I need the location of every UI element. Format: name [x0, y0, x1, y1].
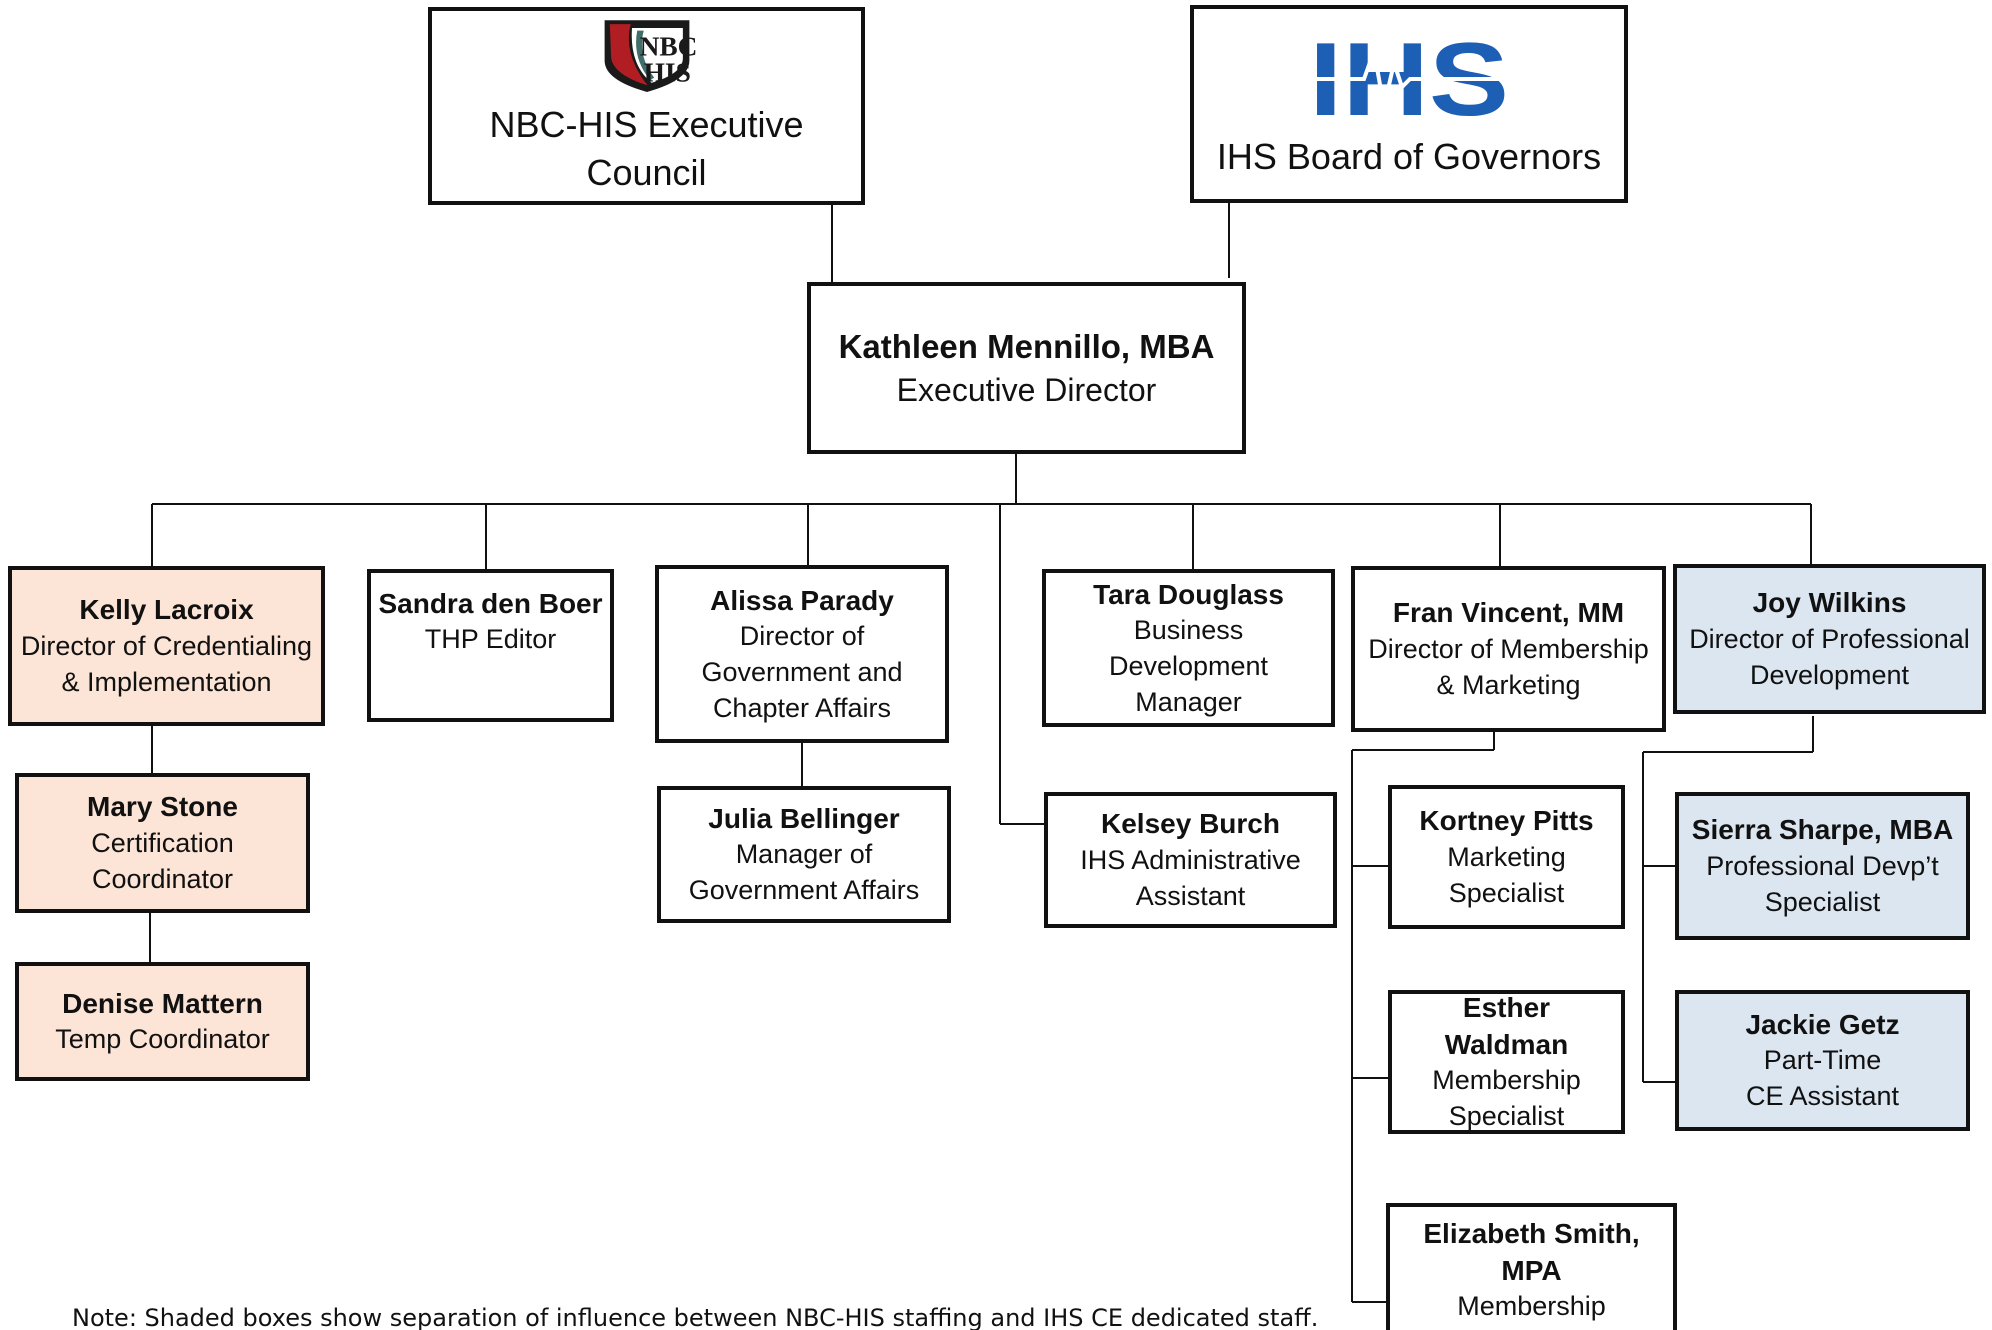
executive-director-name: Kathleen Mennillo, MBA	[838, 327, 1215, 365]
joy-wilkins-box: Joy Wilkins Director of Professional Dev…	[1673, 564, 1986, 714]
jackie-getz-box: Jackie Getz Part-Time CE Assistant	[1675, 990, 1970, 1131]
executive-director-box: Kathleen Mennillo, MBA Executive Directo…	[807, 282, 1246, 454]
sandra-den-boer-role: THP Editor	[424, 624, 557, 655]
tara-douglass-role: Business Development Manager	[1108, 614, 1269, 717]
executive-director-role: Executive Director	[896, 371, 1157, 408]
tara-douglass-name: Tara Douglass	[1093, 578, 1284, 610]
mary-stone-role: Certification Coordinator	[91, 827, 234, 894]
kelsey-burch-box: Kelsey Burch IHS Administrative Assistan…	[1044, 792, 1337, 928]
elizabeth-smith-box: Elizabeth Smith, MPA Membership Coordina…	[1386, 1203, 1677, 1330]
ihs-logo-icon: IHS	[1309, 27, 1509, 127]
fran-vincent-role: Director of Membership & Marketing	[1368, 633, 1649, 700]
esther-waldman-box: Esther Waldman Membership Specialist	[1388, 990, 1625, 1134]
joy-wilkins-name: Joy Wilkins	[1752, 587, 1907, 619]
alissa-parady-name: Alissa Parady	[710, 584, 894, 616]
elizabeth-smith-name: Elizabeth Smith, MPA	[1423, 1218, 1640, 1287]
tara-douglass-box: Tara Douglass Business Development Manag…	[1042, 569, 1335, 727]
esther-waldman-role: Membership Specialist	[1432, 1065, 1581, 1132]
nbc-logo-text: NBC	[639, 31, 697, 61]
denise-mattern-box: Denise Mattern Temp Coordinator	[15, 962, 310, 1081]
esther-waldman-name: Esther Waldman	[1444, 991, 1569, 1061]
jackie-getz-role: Part-Time CE Assistant	[1745, 1045, 1900, 1112]
kelsey-burch-name: Kelsey Burch	[1101, 808, 1280, 840]
alissa-parady-box: Alissa Parady Director of Government and…	[655, 565, 949, 743]
denise-mattern-name: Denise Mattern	[62, 987, 263, 1019]
sierra-sharpe-box: Sierra Sharpe, MBA Professional Devp’t S…	[1675, 792, 1970, 940]
footnote: Note: Shaded boxes show separation of in…	[72, 1304, 1319, 1330]
mary-stone-box: Mary Stone Certification Coordinator	[15, 773, 310, 913]
denise-mattern-role: Temp Coordinator	[55, 1024, 270, 1055]
alissa-parady-role: Director of Government and Chapter Affai…	[701, 620, 903, 723]
julia-bellinger-name: Julia Bellinger	[708, 802, 900, 834]
julia-bellinger-role: Manager of Government Affairs	[688, 839, 920, 906]
sierra-sharpe-name: Sierra Sharpe, MBA	[1691, 814, 1954, 846]
nbc-his-logo-icon: NBC HIS	[604, 20, 697, 92]
fran-vincent-box: Fran Vincent, MM Director of Membership …	[1351, 566, 1666, 732]
nbc-his-executive-council-title: NBC-HIS Executive Council	[489, 104, 804, 194]
kortney-pitts-name: Kortney Pitts	[1419, 805, 1594, 837]
sandra-den-boer-name: Sandra den Boer	[378, 588, 603, 619]
mary-stone-name: Mary Stone	[87, 791, 238, 823]
kortney-pitts-role: Marketing Specialist	[1447, 841, 1566, 908]
elizabeth-smith-role: Membership Coordinator	[1457, 1291, 1606, 1330]
kelly-lacroix-name: Kelly Lacroix	[79, 594, 254, 626]
his-logo-text: HIS	[643, 58, 690, 88]
sandra-den-boer-box: Sandra den Boer THP Editor	[367, 569, 614, 722]
joy-wilkins-role: Director of Professional Development	[1689, 623, 1970, 690]
kelly-lacroix-role: Director of Credentialing & Implementati…	[20, 630, 313, 697]
ihs-board-of-governors-title: IHS Board of Governors	[1216, 136, 1602, 178]
jackie-getz-name: Jackie Getz	[1745, 1008, 1900, 1040]
julia-bellinger-box: Julia Bellinger Manager of Government Af…	[657, 786, 951, 923]
kortney-pitts-box: Kortney Pitts Marketing Specialist	[1388, 785, 1625, 929]
ihs-board-of-governors-box: IHS IHS Board of Governors	[1190, 5, 1628, 203]
kelly-lacroix-box: Kelly Lacroix Director of Credentialing …	[8, 566, 325, 726]
fran-vincent-name: Fran Vincent, MM	[1392, 597, 1625, 629]
nbc-his-executive-council-box: NBC HIS NBC-HIS Executive Council	[428, 7, 865, 205]
kelsey-burch-role: IHS Administrative Assistant	[1080, 844, 1301, 911]
sierra-sharpe-role: Professional Devp’t Specialist	[1706, 850, 1939, 917]
